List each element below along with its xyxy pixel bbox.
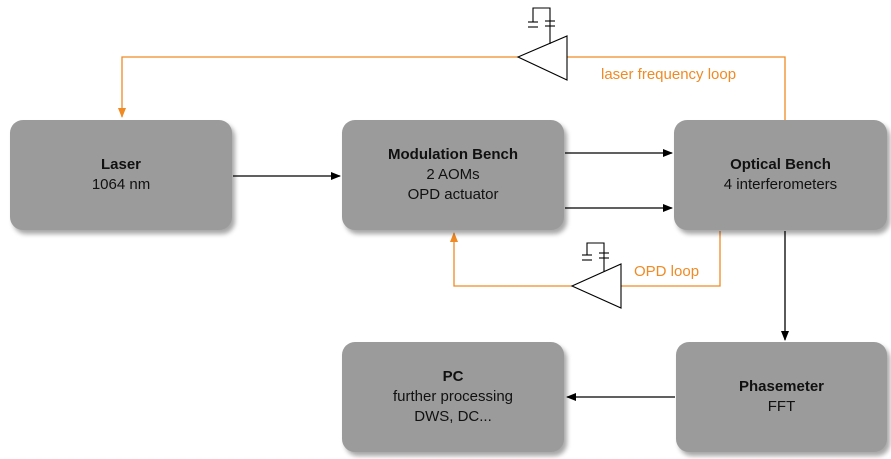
pc-title: PC: [442, 368, 464, 385]
phasemeter-title: Phasemeter: [738, 378, 825, 395]
laser-title: Laser: [100, 156, 142, 173]
opd-loop-label: OPD loop: [634, 263, 700, 280]
optical-bench-block: Optical Bench 4 interferometers: [674, 120, 887, 230]
modulation-bench-line-1: 2 AOMs: [426, 166, 480, 183]
modulation-bench-block: Modulation Bench 2 AOMs OPD actuator: [342, 120, 564, 230]
laser-frequency-loop-line: [567, 56, 786, 120]
pc-line-1: further processing: [392, 388, 514, 405]
phasemeter-line-1: FFT: [767, 398, 796, 415]
laser-loop-amplifier-icon: [516, 7, 568, 81]
phasemeter-block: Phasemeter FFT: [676, 342, 887, 452]
laser-wavelength: 1064 nm: [91, 176, 151, 193]
opd-loop-amplifier-icon: [570, 242, 622, 309]
pc-line-2: DWS, DC...: [414, 408, 492, 425]
laser-frequency-loop-label: laser frequency loop: [601, 66, 737, 83]
laser-block: Laser 1064 nm: [10, 120, 232, 230]
modulation-bench-title: Modulation Bench: [388, 146, 518, 163]
pc-block: PC further processing DWS, DC...: [342, 342, 564, 452]
modulation-bench-line-2: OPD actuator: [407, 186, 499, 203]
laser-frequency-loop-return: [118, 56, 518, 118]
opd-loop-line: [621, 231, 721, 287]
opd-loop-return: [450, 232, 572, 287]
optical-bench-title: Optical Bench: [730, 156, 831, 173]
optical-bench-line-1: 4 interferometers: [723, 176, 838, 193]
